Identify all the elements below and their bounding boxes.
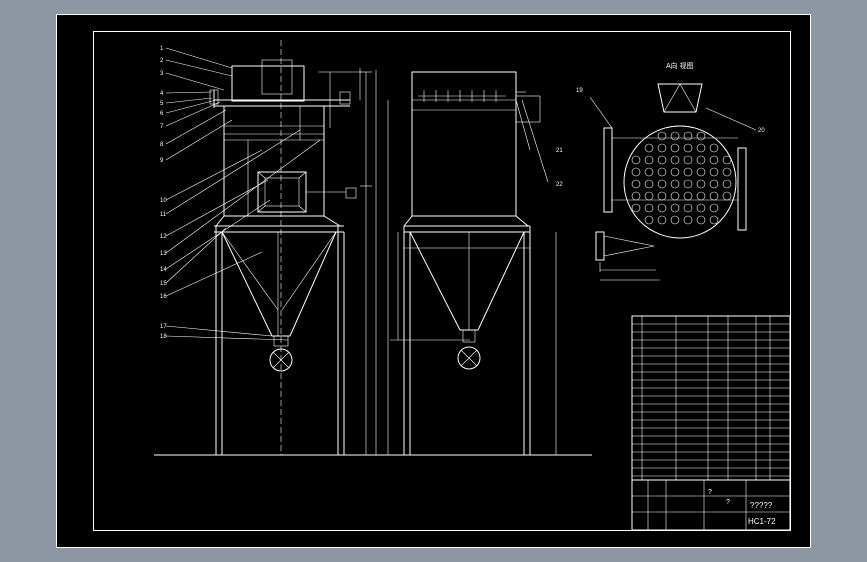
- filter-tube: [709, 203, 719, 213]
- filter-tube: [657, 179, 667, 189]
- part-number-label: 11: [160, 212, 167, 218]
- filter-tube: [696, 179, 706, 189]
- part-number-label: 9: [160, 158, 164, 164]
- filter-tube: [709, 215, 719, 225]
- canvas-area: [56, 14, 811, 548]
- filter-tube: [657, 155, 667, 165]
- part-number-label: 22: [556, 182, 563, 188]
- part-number-label: 6: [160, 111, 164, 117]
- filter-tube: [683, 143, 693, 153]
- filter-tube: [644, 167, 654, 177]
- filter-tube: [683, 179, 693, 189]
- filter-tube: [696, 143, 706, 153]
- view-a-title: A向 视图: [666, 61, 694, 70]
- filter-tube: [722, 155, 732, 165]
- filter-tube: [670, 215, 680, 225]
- filter-tube: [644, 203, 654, 213]
- filter-tube: [670, 203, 680, 213]
- part-number-label: 7: [160, 124, 164, 130]
- part-number-label: 5: [160, 101, 164, 107]
- part-number-label: 18: [160, 334, 167, 340]
- part-number-label: 13: [160, 251, 167, 257]
- part-number-label: 10: [160, 198, 167, 204]
- filter-tube: [644, 155, 654, 165]
- part-number-label: 8: [160, 142, 164, 148]
- part-number-label: 14: [160, 267, 167, 273]
- filter-tube: [722, 167, 732, 177]
- filter-tube: [683, 155, 693, 165]
- filter-tube: [670, 155, 680, 165]
- filter-tube: [644, 179, 654, 189]
- title-block-mark: ?: [726, 499, 730, 506]
- part-number-label: 17: [160, 324, 167, 330]
- filter-tube: [631, 179, 641, 189]
- part-number-label: 2: [160, 58, 164, 64]
- part-number-label: 1: [160, 46, 164, 52]
- filter-tube: [644, 215, 654, 225]
- filter-tube: [670, 131, 680, 141]
- part-number-label: 3: [160, 71, 164, 77]
- part-number-label: 16: [160, 294, 167, 300]
- part-number-label: 21: [556, 148, 563, 154]
- title-block-name: ?????: [750, 501, 773, 510]
- front-view: [165, 40, 372, 455]
- filter-tube: [709, 167, 719, 177]
- filter-tube: [709, 155, 719, 165]
- filter-tube: [657, 167, 667, 177]
- filter-tube: [644, 143, 654, 153]
- part-number-label: 20: [758, 128, 765, 134]
- filter-tube: [657, 131, 667, 141]
- filter-tube: [722, 179, 732, 189]
- filter-tube: [709, 143, 719, 153]
- filter-tube: [657, 143, 667, 153]
- part-number-label: 19: [576, 88, 583, 94]
- filter-tube: [631, 203, 641, 213]
- part-number-label: 4: [160, 91, 164, 97]
- filter-tube: [631, 167, 641, 177]
- filter-tube: [657, 215, 667, 225]
- filter-tube: [696, 215, 706, 225]
- filter-tube: [696, 203, 706, 213]
- part-number-label: 15: [160, 281, 167, 287]
- filter-tube: [683, 215, 693, 225]
- filter-tube: [696, 131, 706, 141]
- filter-tube: [657, 203, 667, 213]
- filter-tube: [709, 179, 719, 189]
- filter-tube: [683, 167, 693, 177]
- filter-tube: [670, 179, 680, 189]
- side-view: [154, 70, 592, 456]
- filter-tube: [696, 167, 706, 177]
- title-block-drawing-number: HC1-72: [748, 517, 776, 526]
- filter-tube: [631, 155, 641, 165]
- filter-tube: [670, 143, 680, 153]
- view-a: [589, 83, 757, 281]
- filter-tube: [696, 155, 706, 165]
- title-block-mark: ?: [708, 489, 712, 496]
- inner-border: [93, 31, 791, 531]
- filter-tube: [683, 203, 693, 213]
- outer-border: [56, 14, 811, 548]
- filter-tube: [670, 167, 680, 177]
- part-number-label: 12: [160, 234, 167, 240]
- parts-list-table: [631, 315, 791, 531]
- filter-tube: [683, 131, 693, 141]
